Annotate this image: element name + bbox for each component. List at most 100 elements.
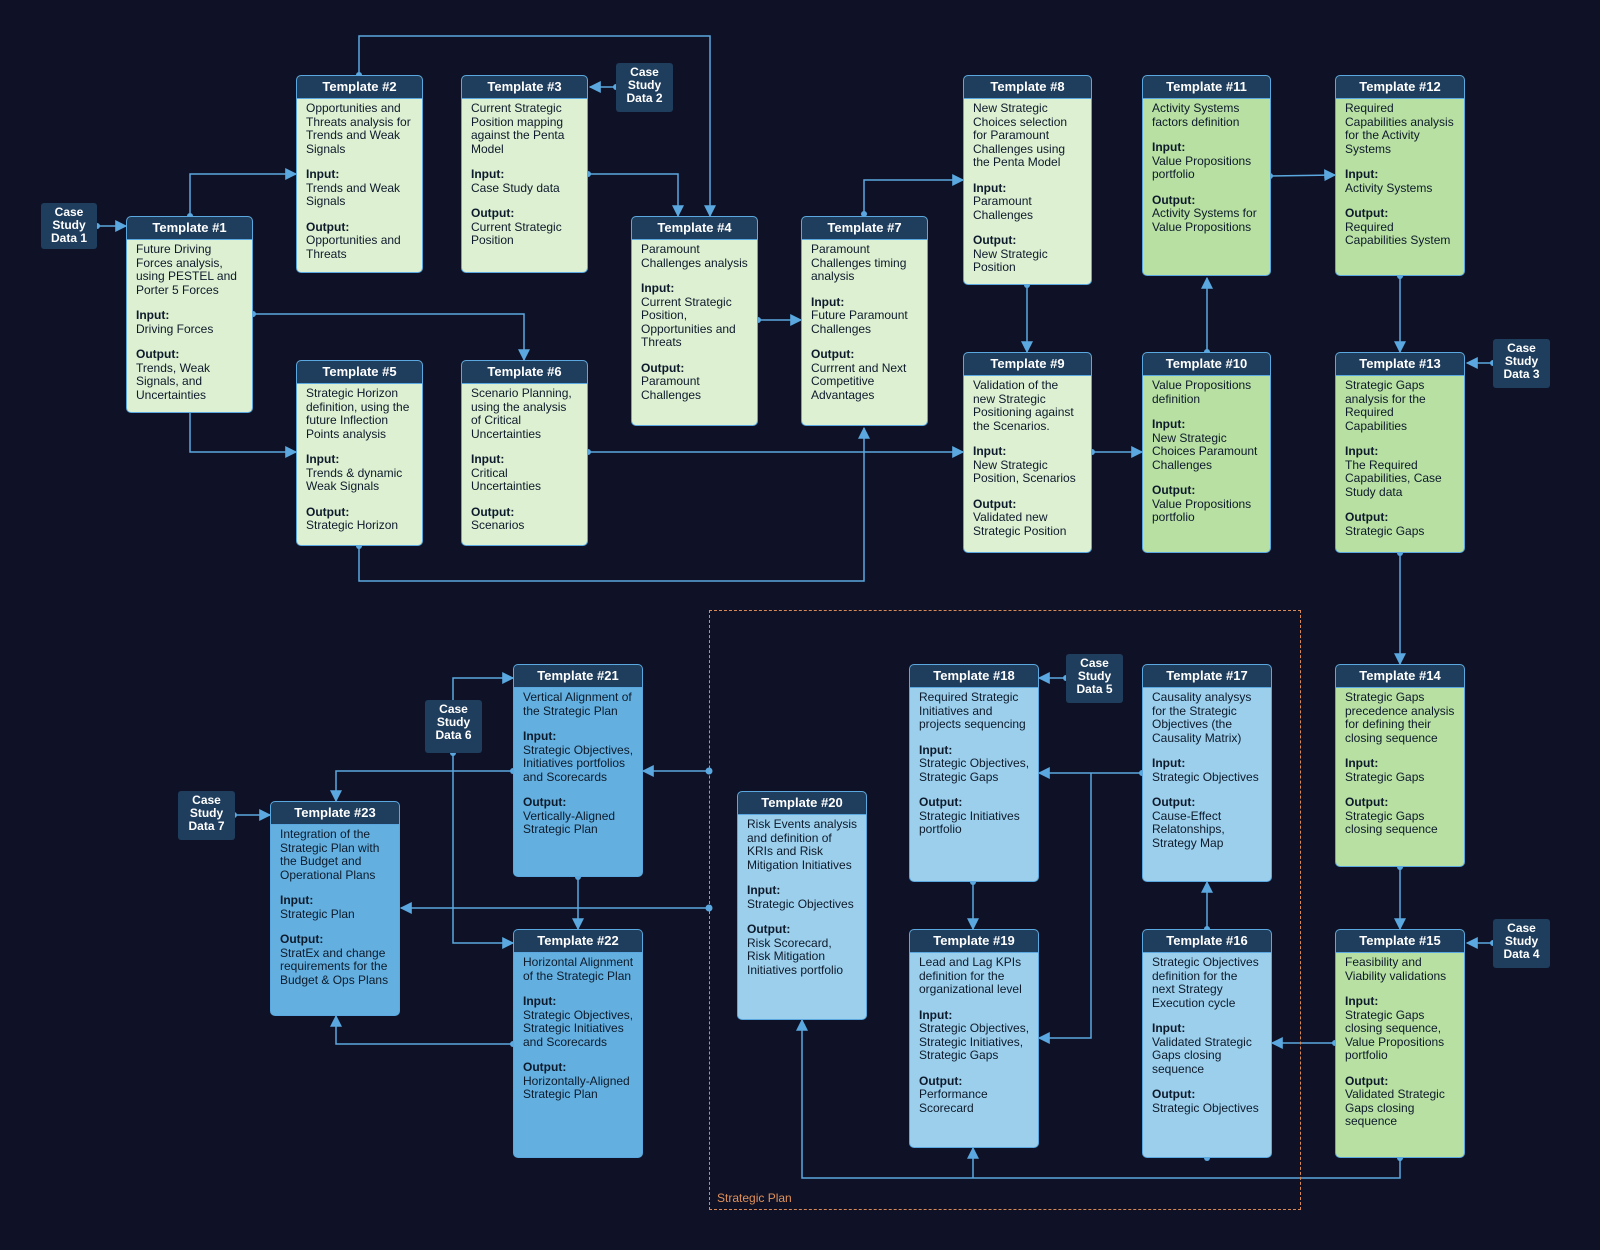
template-19-card[interactable]: Template #19 Lead and Lag KPIs definitio… xyxy=(909,929,1039,1148)
input-label: Input: xyxy=(1152,140,1186,154)
case-study-data-7[interactable]: Case Study Data 7 xyxy=(178,791,235,840)
template-21-output: Vertically-Aligned Strategic Plan xyxy=(523,808,616,836)
template-23-output: StratEx and change requirements for the … xyxy=(280,945,389,987)
template-14-card[interactable]: Template #14 Strategic Gaps precedence a… xyxy=(1335,664,1465,867)
wire-d6-t21 xyxy=(452,672,515,700)
template-13-description: Strategic Gaps analysis for the Required… xyxy=(1345,378,1426,433)
template-6-input: Critical Uncertainties xyxy=(471,465,542,493)
case-study-data-2[interactable]: Case Study Data 2 xyxy=(616,63,673,112)
input-label: Input: xyxy=(641,281,675,295)
template-20-description: Risk Events analysis and definition of K… xyxy=(747,817,858,872)
template-23-title: Template #23 xyxy=(271,802,399,825)
template-14-output: Strategic Gaps closing sequence xyxy=(1345,808,1438,836)
template-10-card[interactable]: Template #10 Value Propositions definiti… xyxy=(1142,352,1271,553)
template-6-card[interactable]: Template #6 Scenario Planning, using the… xyxy=(461,360,588,546)
template-18-description: Required Strategic Initiatives and proje… xyxy=(919,690,1026,731)
template-16-title: Template #16 xyxy=(1143,930,1271,953)
template-6-output: Scenarios xyxy=(471,518,525,532)
template-13-card[interactable]: Template #13 Strategic Gaps analysis for… xyxy=(1335,352,1465,553)
template-21-description: Vertical Alignment of the Strategic Plan xyxy=(523,690,632,718)
template-1-output: Trends, Weak Signals, and Uncertainties xyxy=(136,360,211,402)
wire-t5-t7 xyxy=(358,426,870,582)
template-7-card[interactable]: Template #7 Paramount Challenges timing … xyxy=(801,216,928,426)
template-8-input: Paramount Challenges xyxy=(973,194,1034,222)
case-study-data-6[interactable]: Case Study Data 6 xyxy=(425,700,482,753)
output-label: Output: xyxy=(973,233,1017,247)
case-study-data-3[interactable]: Case Study Data 3 xyxy=(1493,339,1550,388)
template-5-output: Strategic Horizon xyxy=(306,518,399,532)
template-12-card[interactable]: Template #12 Required Capabilities analy… xyxy=(1335,75,1465,276)
template-8-description: New Strategic Choices selection for Para… xyxy=(973,101,1068,169)
template-2-card[interactable]: Template #2 Opportunities and Threats an… xyxy=(296,75,423,273)
template-20-input: Strategic Objectives xyxy=(747,896,854,911)
template-3-description: Current Strategic Position mapping again… xyxy=(471,101,565,156)
template-12-output: Required Capabilities System xyxy=(1345,219,1451,247)
template-16-card[interactable]: Template #16 Strategic Objectives defini… xyxy=(1142,929,1272,1158)
strategic-plan-label: Strategic Plan xyxy=(717,1191,792,1205)
template-21-card[interactable]: Template #21 Vertical Alignment of the S… xyxy=(513,664,643,877)
input-label: Input: xyxy=(1152,417,1186,431)
output-label: Output: xyxy=(1345,206,1389,220)
output-label: Output: xyxy=(523,1060,567,1074)
template-20-title: Template #20 xyxy=(738,792,866,815)
template-8-title: Template #8 xyxy=(964,76,1091,99)
case-study-data-5[interactable]: Case Study Data 5 xyxy=(1066,654,1123,703)
wire-t22-t23 xyxy=(330,1014,513,1045)
template-23-card[interactable]: Template #23 Integration of the Strategi… xyxy=(270,801,400,1016)
output-label: Output: xyxy=(641,360,685,375)
template-11-input: Value Propositions portfolio xyxy=(1152,153,1252,181)
output-label: Output: xyxy=(811,347,855,361)
template-15-input: Strategic Gaps closing sequence, Value P… xyxy=(1345,1007,1445,1062)
input-label: Input: xyxy=(919,742,953,757)
template-9-card[interactable]: Template #9 Validation of the new Strate… xyxy=(963,352,1092,553)
template-2-description: Opportunities and Threats analysis for T… xyxy=(306,101,411,156)
template-11-card[interactable]: Template #11 Activity Systems factors de… xyxy=(1142,75,1271,276)
input-label: Input: xyxy=(471,167,505,181)
wire-t1-t5 xyxy=(189,410,298,458)
template-8-card[interactable]: Template #8 New Strategic Choices select… xyxy=(963,75,1092,285)
input-label: Input: xyxy=(306,167,340,181)
strategic-plan-region xyxy=(709,610,1301,1210)
input-label: Input: xyxy=(280,893,314,907)
template-1-card[interactable]: Template #1 Future Driving Forces analys… xyxy=(126,216,253,413)
template-4-description: Paramount Challenges analysis xyxy=(641,242,748,270)
template-22-input: Strategic Objectives, Strategic Initiati… xyxy=(523,1007,634,1049)
template-10-output: Value Propositions portfolio xyxy=(1152,496,1252,524)
template-4-card[interactable]: Template #4 Paramount Challenges analysi… xyxy=(631,216,758,426)
template-3-card[interactable]: Template #3 Current Strategic Position m… xyxy=(461,75,588,273)
output-label: Output: xyxy=(306,504,350,519)
template-19-output: Performance Scorecard xyxy=(919,1087,988,1115)
case-study-data-4[interactable]: Case Study Data 4 xyxy=(1493,919,1550,968)
input-label: Input: xyxy=(1152,756,1186,770)
template-9-title: Template #9 xyxy=(964,353,1091,376)
template-5-card[interactable]: Template #5 Strategic Horizon definition… xyxy=(296,360,423,546)
template-17-description: Causality analysys for the Strategic Obj… xyxy=(1152,690,1252,745)
template-17-card[interactable]: Template #17 Causality analysys for the … xyxy=(1142,664,1272,882)
template-2-input: Trends and Weak Signals xyxy=(306,180,401,208)
output-label: Output: xyxy=(1152,483,1196,497)
template-7-title: Template #7 xyxy=(802,217,927,240)
output-label: Output: xyxy=(919,1073,963,1088)
template-20-card[interactable]: Template #20 Risk Events analysis and de… xyxy=(737,791,867,1020)
input-label: Input: xyxy=(1345,756,1379,770)
case-study-data-1[interactable]: Case Study Data 1 xyxy=(41,203,97,249)
template-17-input: Strategic Objectives xyxy=(1152,769,1259,784)
input-label: Input: xyxy=(471,452,505,466)
output-label: Output: xyxy=(1152,795,1196,809)
template-14-title: Template #14 xyxy=(1336,665,1464,688)
output-label: Output: xyxy=(747,922,791,936)
template-19-description: Lead and Lag KPIs definition for the org… xyxy=(919,955,1022,996)
template-23-input: Strategic Plan xyxy=(280,906,355,921)
output-label: Output: xyxy=(471,504,515,519)
template-22-card[interactable]: Template #22 Horizontal Alignment of the… xyxy=(513,929,643,1158)
template-18-card[interactable]: Template #18 Required Strategic Initiati… xyxy=(909,664,1039,882)
output-label: Output: xyxy=(1345,510,1389,524)
template-12-input: Activity Systems xyxy=(1345,180,1433,195)
input-label: Input: xyxy=(523,994,557,1008)
wire-t11-t12 xyxy=(1269,169,1337,182)
input-label: Input: xyxy=(973,444,1007,458)
template-21-input: Strategic Objectives, Initiatives portfo… xyxy=(523,742,634,784)
input-label: Input: xyxy=(919,1007,953,1022)
template-15-card[interactable]: Template #15 Feasibility and Viability v… xyxy=(1335,929,1465,1158)
template-1-title: Template #1 xyxy=(127,217,252,240)
